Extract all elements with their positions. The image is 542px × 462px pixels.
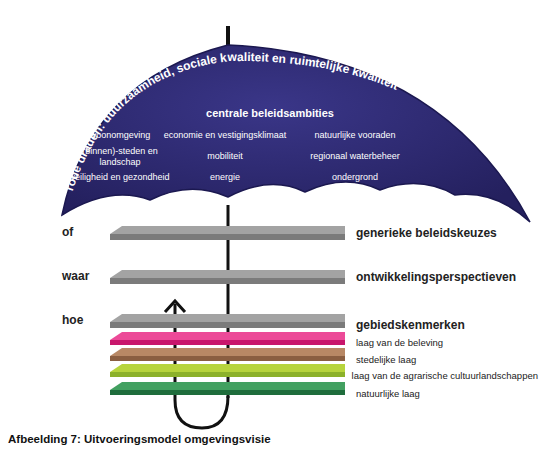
level-name: ontwikkelingsperspectieven [356, 270, 516, 284]
layer-name: laag van de agrarische cultuurlandschapp… [352, 370, 538, 381]
figure-caption: Afbeelding 7: Uitvoeringsmodel omgevings… [8, 433, 271, 445]
curved-heading: rode draden: duurzaamheid, sociale kwali… [62, 50, 400, 193]
ambition-item: economie en vestigingsklimaat [150, 130, 300, 141]
layer-natural [110, 382, 345, 395]
ambition-item: energie [185, 172, 265, 183]
arrow-head [165, 301, 185, 312]
level-question: of [62, 225, 73, 239]
layer-urban [110, 348, 345, 361]
ambition-item: regionaal waterbeheer [295, 151, 415, 162]
umbrella-canopy: rode draden: duurzaamheid, sociale kwali… [55, 35, 535, 230]
layer-experience [110, 332, 345, 345]
level-name: gebiedskenmerken [356, 318, 465, 332]
ambition-item: (binnen)-steden en landschap [77, 146, 163, 168]
level-question: waar [62, 269, 89, 283]
ambition-item: mobiliteit [175, 151, 275, 162]
layer-name: laag van de beleving [356, 337, 443, 348]
plane-area [110, 314, 345, 328]
ambition-item: woonomgeving [75, 130, 165, 141]
level-name: generieke beleidskeuzes [356, 226, 497, 240]
level-question: hoe [62, 313, 83, 327]
ambition-item: ondergrond [305, 172, 405, 183]
layer-name: stedelijke laag [356, 354, 416, 365]
canopy-fill [62, 45, 530, 222]
layer-name: natuurlijke laag [356, 388, 420, 399]
layer-agricultural [110, 364, 345, 377]
ambition-item: natuurlijke vooraden [295, 130, 415, 141]
ambition-item: veiligheid en gezondheid [60, 172, 180, 183]
plane-generic [110, 226, 345, 240]
plane-development [110, 270, 345, 284]
canopy-heading: centrale beleidsambities [185, 107, 355, 120]
